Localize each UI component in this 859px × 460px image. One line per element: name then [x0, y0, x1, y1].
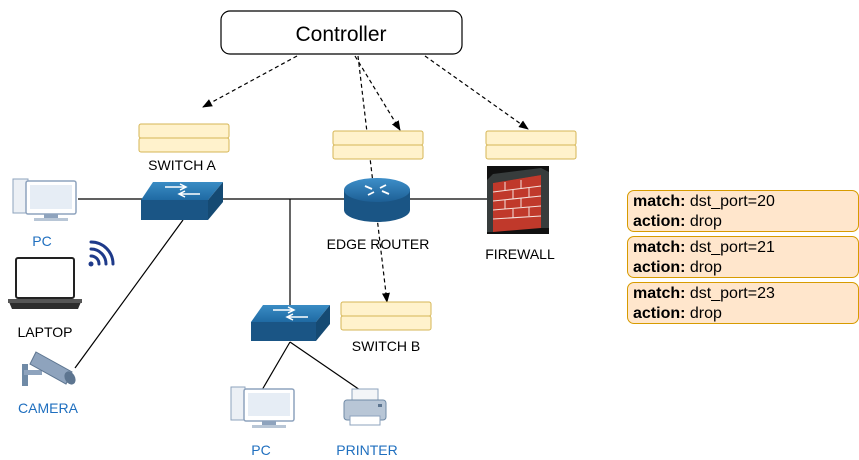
- link-switch-b-printer: [289, 341, 361, 391]
- rule-match-value: dst_port=23: [689, 285, 775, 302]
- pc-bottom-icon: [230, 386, 295, 428]
- link-switch-b-pc: [261, 341, 291, 391]
- switch-a-label: SWITCH A: [148, 157, 216, 173]
- printer-icon: [343, 388, 387, 426]
- pc-top-label: PC: [32, 233, 51, 249]
- switch-b-icon: [251, 305, 330, 341]
- switch-a-icon: [141, 182, 223, 220]
- network-links: [74, 198, 487, 391]
- camera-label: CAMERA: [18, 400, 79, 416]
- rule-action-key: action:: [633, 213, 686, 230]
- controller-links: [202, 55, 529, 303]
- rule-match-key: match:: [633, 193, 686, 210]
- pc-bottom-label: PC: [251, 442, 270, 458]
- controller-node: Controller: [220, 10, 463, 55]
- rule-action-value: drop: [689, 213, 722, 230]
- link-switch-a-camera: [74, 219, 184, 369]
- wifi-icon: [88, 240, 115, 267]
- switch-b-label: SWITCH B: [352, 338, 420, 354]
- edge-router-label: EDGE ROUTER: [327, 236, 430, 252]
- flow-rule: match: dst_port=21 action: drop: [627, 236, 859, 278]
- rule-match-key: match:: [633, 285, 686, 302]
- controller-label: Controller: [295, 23, 386, 46]
- pc-top-icon: [12, 178, 77, 221]
- camera-icon: [22, 351, 76, 386]
- firewall-icon: [487, 166, 549, 234]
- flow-rule: match: dst_port=20 action: drop: [627, 190, 859, 232]
- rule-match-value: dst_port=21: [689, 239, 775, 256]
- firewall-label: FIREWALL: [485, 246, 555, 262]
- flow-rule: match: dst_port=23 action: drop: [627, 282, 859, 324]
- control-link-firewall: [424, 55, 529, 130]
- rule-action-value: drop: [689, 305, 722, 322]
- rule-action-key: action:: [633, 259, 686, 276]
- flow-table-firewall: [485, 130, 577, 160]
- rule-match-key: match:: [633, 239, 686, 256]
- laptop-icon: [8, 257, 82, 309]
- flow-rules-panel: match: dst_port=20 action: drop match: d…: [627, 190, 859, 328]
- rule-action-key: action:: [633, 305, 686, 322]
- rule-match-value: dst_port=20: [689, 193, 775, 210]
- flow-table-switch-a: [138, 123, 230, 153]
- flow-table-router: [332, 130, 424, 160]
- control-link-router: [354, 55, 401, 131]
- router-icon: [344, 178, 410, 222]
- control-link-switch-a: [202, 55, 298, 108]
- printer-label: PRINTER: [336, 442, 397, 458]
- laptop-label: LAPTOP: [18, 324, 73, 340]
- flow-table-switch-b: [340, 301, 432, 331]
- control-link-switch-b: [357, 55, 390, 303]
- rule-action-value: drop: [689, 259, 722, 276]
